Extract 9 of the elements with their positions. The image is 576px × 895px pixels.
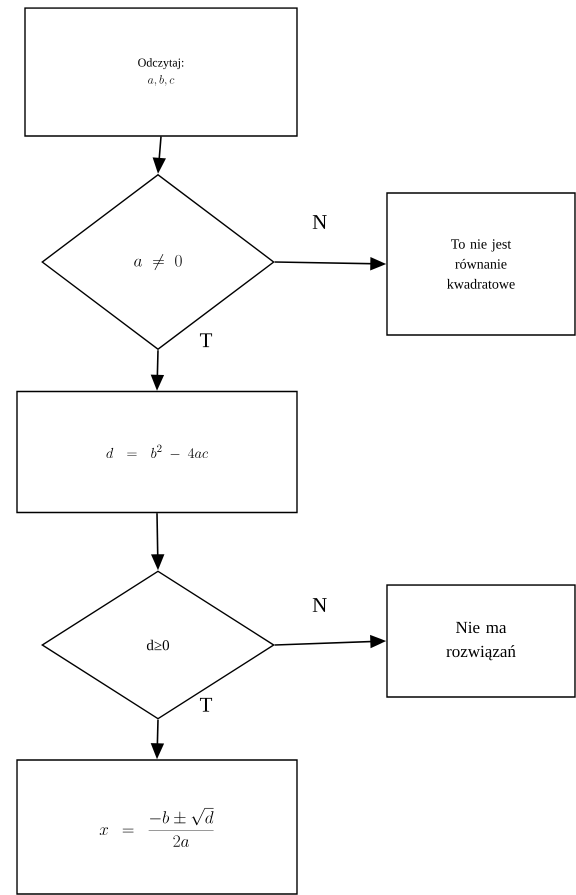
edge-label: T <box>198 332 214 348</box>
output-box: To nie jest równanie kwadratowe <box>386 192 576 336</box>
process-box: $x = \frac{-b \pm \sqrt{d}}{2a}$ <box>16 759 298 895</box>
process-box: $d = b^2 - 4ac$ <box>16 390 298 514</box>
edge-label: N <box>311 214 328 230</box>
process-box: Odczytaj: $a,b,c$ <box>24 7 298 137</box>
edge-label: N <box>311 597 328 613</box>
output-box: Nie ma rozwiązań <box>386 584 576 698</box>
edge-label: T <box>198 696 214 713</box>
